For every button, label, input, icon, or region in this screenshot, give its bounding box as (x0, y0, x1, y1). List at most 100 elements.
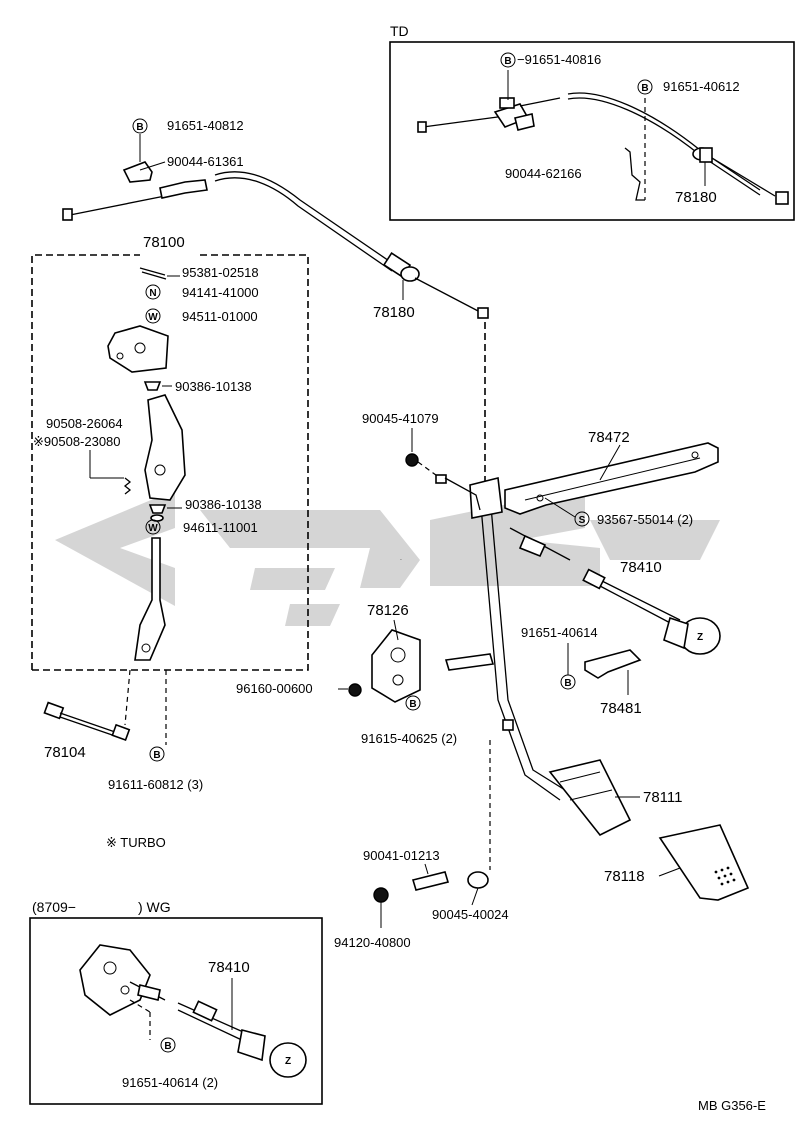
svg-text:B: B (153, 750, 160, 761)
td-clamp-90044-62166 (624, 147, 645, 201)
svg-text:78180: 78180 (373, 304, 415, 321)
callout-78111: 78111 (615, 789, 683, 806)
turbo-note: ※ TURBO (106, 835, 166, 850)
wg-knob-symbol: Z (285, 1056, 291, 1067)
bolt-90041-01213 (411, 871, 450, 891)
throttle-lever (144, 394, 186, 501)
callout-91651-40614: 91651-40614 B (521, 625, 598, 690)
svg-text:91611-60812 (3): 91611-60812 (3) (108, 777, 203, 792)
svg-text:90044-61361: 90044-61361 (167, 154, 244, 169)
svg-text:78180: 78180 (675, 189, 717, 206)
svg-text:※90508-23080: ※90508-23080 (33, 434, 121, 449)
svg-text:94611-11001: 94611-11001 (183, 520, 258, 535)
svg-text:78410: 78410 (208, 959, 250, 976)
callout-96160-00600: 96160-00600 (236, 681, 348, 696)
svg-text:B: B (504, 56, 511, 67)
wg-variant-section: (8709− ) WG Z 78410 B 91651-40614 (2) (29, 899, 323, 1105)
callout-78118: 78118 (604, 867, 681, 885)
td-title: TD (390, 23, 409, 39)
callout-94141-41000: N 94141-41000 (145, 284, 259, 300)
wg-bracket (79, 944, 151, 1016)
svg-text:78111: 78111 (643, 789, 683, 806)
svg-text:94141-41000: 94141-41000 (182, 285, 259, 300)
svg-text:93567-55014 (2): 93567-55014 (2) (597, 512, 693, 527)
callout-78472: 78472 (588, 429, 630, 481)
diagram-code: MB G356-E (698, 1098, 766, 1113)
watermark-text: گیگ (400, 558, 402, 561)
callout-90386-10138-b: 90386-10138 (167, 497, 262, 512)
callout-94611-11001: W 94611-11001 (145, 519, 258, 535)
td-frame (389, 41, 795, 221)
svg-text:90508-26064: 90508-26064 (46, 416, 123, 431)
svg-text:78410: 78410 (620, 559, 662, 576)
assembly-78100-title: 78100 (143, 234, 185, 251)
svg-text:90045-41079: 90045-41079 (362, 411, 439, 426)
lower-lever-rod (134, 537, 166, 661)
svg-text:94511-01000: 94511-01000 (182, 309, 258, 324)
svg-text:90041-01213: 90041-01213 (363, 848, 440, 863)
svg-text:B: B (641, 83, 648, 94)
pedal-bracket-78472 (504, 442, 719, 515)
td-accelerator-cable (567, 92, 789, 205)
callout-78126: 78126 (367, 602, 409, 641)
callout-90386-10138-a: 90386-10138 (162, 379, 252, 394)
callout-91611-60812: B 91611-60812 (3) (108, 746, 203, 792)
knob-symbol: Z (697, 632, 703, 643)
callout-90044-61361: 90044-61361 (139, 154, 244, 171)
svg-text:W: W (148, 312, 158, 323)
callout-94120-40800: 94120-40800 (334, 902, 411, 950)
clip-95381-02518 (139, 267, 167, 280)
assembly-78100-section: 78100 95381-02518 N 94141-41000 W (31, 234, 309, 671)
svg-text:78481: 78481 (600, 700, 642, 717)
svg-text:78126: 78126 (367, 602, 409, 619)
svg-text:91651-40614: 91651-40614 (521, 625, 598, 640)
svg-text:B: B (409, 699, 416, 710)
callout-td-78180: 78180 (675, 162, 717, 206)
svg-text:90386-10138: 90386-10138 (185, 497, 262, 512)
callout-78104: 78104 (44, 744, 86, 761)
callout-78410: 78410 (620, 559, 662, 576)
wg-frame (29, 917, 323, 1105)
callout-78180: 78180 (373, 280, 415, 321)
callout-90508-26064: 90508-26064 (46, 416, 123, 431)
nut-96160-00600 (348, 683, 362, 697)
td-throttle-link-rod (417, 97, 561, 133)
callout-90508-23080: ※90508-23080 (33, 434, 124, 479)
td-variant-section: TD B −91651-40816 (389, 23, 795, 221)
svg-text:78118: 78118 (604, 868, 645, 885)
svg-text:91651-40612: 91651-40612 (663, 79, 740, 94)
callout-93567-55014: S 93567-55014 (2) (544, 497, 693, 527)
bushing-90386-10138-upper (143, 381, 162, 391)
svg-text:90045-40024: 90045-40024 (432, 907, 509, 922)
callout-td-91651-40816: B −91651-40816 (500, 52, 601, 68)
pad-texture (714, 866, 736, 886)
clip-78481 (584, 649, 642, 679)
svg-text:S: S (579, 515, 586, 526)
svg-text:B: B (136, 122, 143, 133)
svg-text:96160-00600: 96160-00600 (236, 681, 313, 696)
svg-text:B: B (564, 678, 571, 689)
callout-90041-01213: 90041-01213 (363, 848, 440, 875)
cable-78410: Z (509, 527, 721, 655)
throttle-bracket (107, 325, 169, 373)
svg-text:91651-40614 (2): 91651-40614 (2) (122, 1075, 218, 1090)
wg-title-right: ) WG (138, 899, 171, 915)
main-accelerator-cable-78180 (214, 171, 489, 319)
svg-text:78104: 78104 (44, 744, 86, 761)
svg-text:91615-40625 (2): 91615-40625 (2) (361, 731, 457, 746)
callout-90045-41079: 90045-41079 (362, 411, 439, 452)
callout-td-91651-40612: B 91651-40612 (637, 79, 740, 95)
callout-wg-91651-40614: B 91651-40614 (2) (122, 1037, 218, 1090)
nut-94120-40800 (373, 887, 389, 903)
callout-94511-01000: W 94511-01000 (145, 308, 258, 324)
svg-text:90386-10138: 90386-10138 (175, 379, 252, 394)
callout-95381-02518: 95381-02518 (167, 265, 259, 280)
main-throttle-link-rod (62, 161, 208, 221)
svg-text:78472: 78472 (588, 429, 630, 446)
bushing-90386-10138-lower (148, 504, 167, 514)
wg-knob (269, 1042, 307, 1078)
bolt-90045-41079 (405, 453, 481, 511)
callout-wg-78410: 78410 (208, 959, 250, 1030)
svg-text:N: N (149, 288, 156, 299)
